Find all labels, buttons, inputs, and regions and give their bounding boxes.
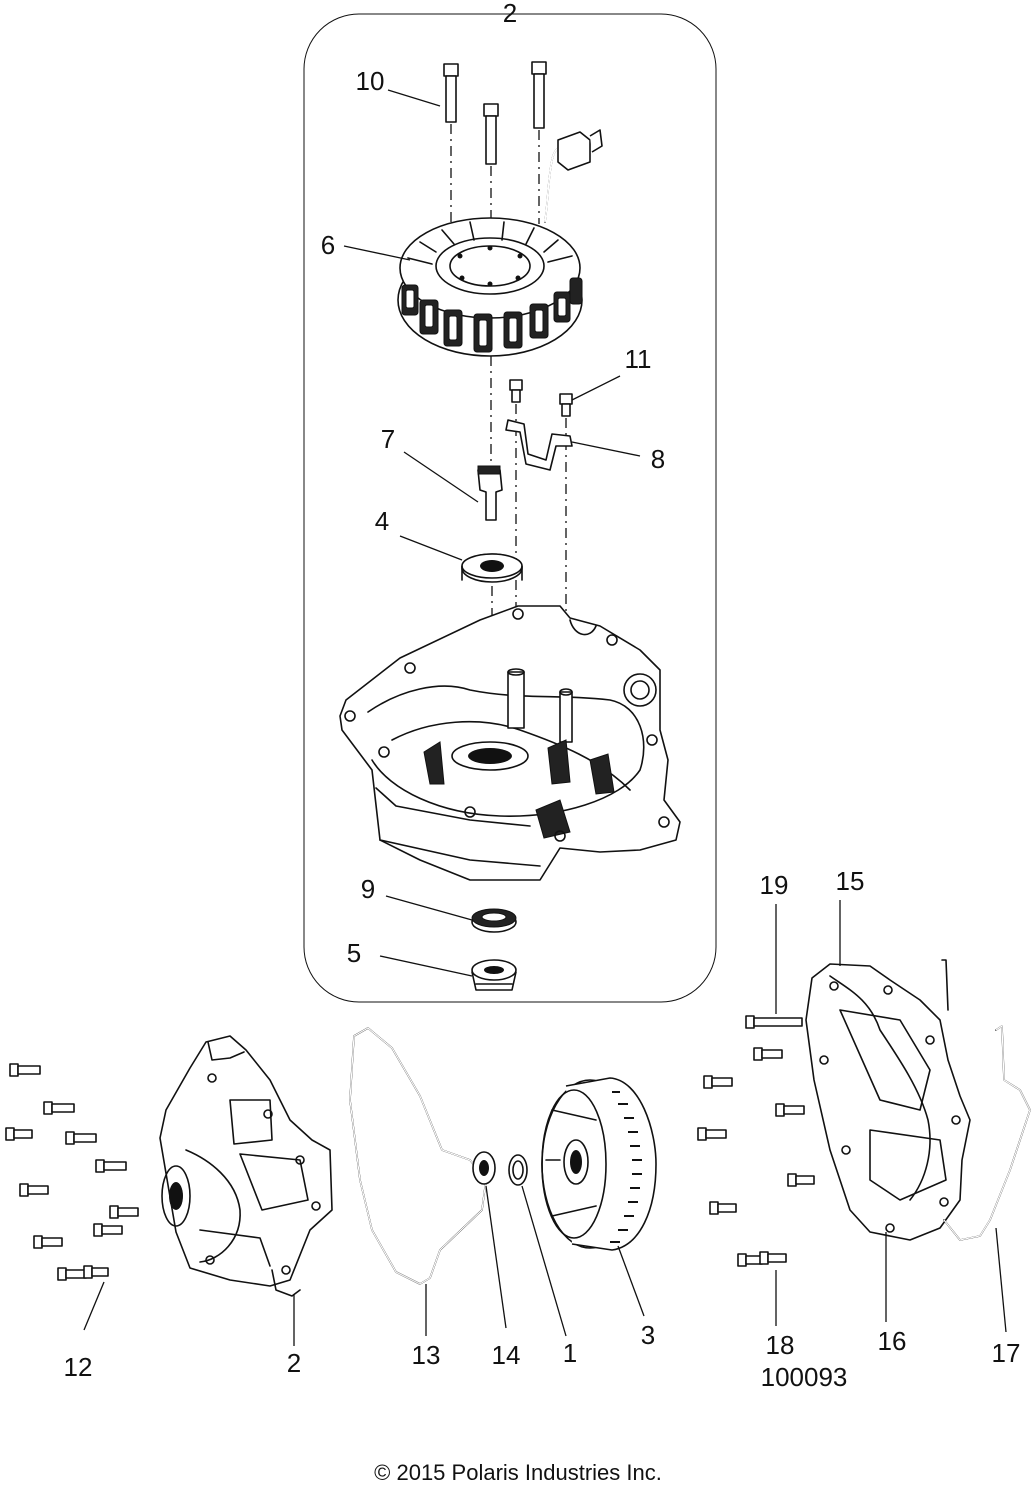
position-sensor [477,465,503,521]
flywheel-nut [472,1151,496,1185]
flywheel [541,1077,657,1251]
assembly-group-frame [303,13,717,1003]
flywheel-washer [508,1154,528,1186]
callout-7: 7 [381,424,395,454]
stator-bolts [443,61,547,232]
bolt-center [483,103,499,165]
callout-2-top: 2 [503,0,517,28]
callout-11: 11 [625,344,652,374]
wire-bracket [505,419,573,471]
callout-3: 3 [641,1320,655,1350]
grommet [471,959,517,991]
callout-4: 4 [375,506,389,536]
callout-15: 15 [836,866,865,896]
right-gasket [943,1024,1031,1241]
callout-16: 16 [878,1326,907,1356]
callout-6: 6 [321,230,335,260]
copyright-footer: © 2015 Polaris Industries Inc. [374,1460,662,1485]
callout-14: 14 [492,1340,521,1370]
cover-bolts-right [697,1015,815,1267]
callout-12: 12 [64,1352,93,1382]
spacer [461,553,523,583]
callout-8: 8 [651,444,665,474]
callout-17: 17 [992,1338,1021,1368]
bracket-screws [509,379,573,700]
stator-housing [339,605,681,881]
stator-wire-connector [544,129,603,223]
callout-9: 9 [361,874,375,904]
cover-gasket [349,1027,487,1285]
callout-10: 10 [356,66,385,96]
callout-19: 19 [760,870,789,900]
leader-lines [83,89,1007,1346]
bolt-left [443,63,459,123]
left-cover [159,1035,333,1297]
right-cover [805,959,971,1241]
figure-number: 100093 [761,1362,848,1392]
stator [397,217,583,357]
callout-2-bottom: 2 [287,1348,301,1378]
cover-bolts-left [5,1063,139,1281]
callout-5: 5 [347,938,361,968]
callout-labels: 2 10 6 11 7 8 4 9 5 19 15 12 2 13 14 1 3… [64,0,1021,1392]
bolt-right [531,61,547,129]
callout-13: 13 [412,1340,441,1370]
oil-seal [471,908,517,933]
callout-18: 18 [766,1330,795,1360]
callout-1: 1 [563,1338,577,1368]
